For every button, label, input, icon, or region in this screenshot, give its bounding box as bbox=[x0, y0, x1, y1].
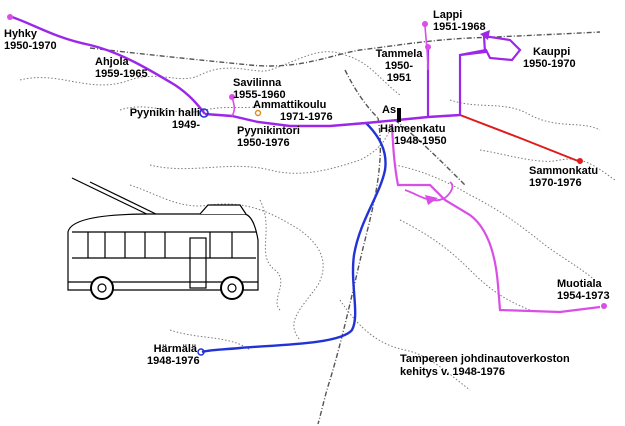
ammattikoulu-name: Ammattikoulu bbox=[253, 99, 327, 111]
as-name: As bbox=[382, 104, 397, 116]
route-kauppi bbox=[458, 34, 522, 115]
shoreline-south-lake bbox=[149, 129, 391, 174]
ammattikoulu-years: 1971-1976 bbox=[280, 111, 333, 123]
route-hyhky bbox=[11, 15, 206, 115]
label-harmala: Härmälä 1948-1976 bbox=[147, 343, 200, 367]
label-ammattikoulu: Ammattikoulu 1971-1976 bbox=[253, 99, 333, 123]
lappi-name: Lappi bbox=[433, 9, 463, 21]
tammela-years-2: 1951 bbox=[386, 72, 412, 84]
shoreline-west bbox=[259, 199, 282, 311]
pyynikin-halli-years: 1949- bbox=[171, 119, 200, 131]
shorelines bbox=[19, 51, 616, 391]
label-hameenkatu: Hämeenkatu 1948-1950 bbox=[380, 123, 447, 147]
tammela-name: Tammela bbox=[375, 48, 423, 60]
shoreline-east-2 bbox=[449, 99, 601, 131]
label-tammela: Tammela 1950- 1951 bbox=[370, 48, 428, 84]
label-savilinna: Savilinna 1955-1960 bbox=[233, 77, 286, 101]
lappi-years: 1951-1968 bbox=[433, 21, 486, 33]
route-lappi bbox=[424, 25, 429, 71]
label-hyhky: Hyhky 1950-1970 bbox=[4, 28, 57, 52]
caption-line-2: kehitys v. 1948-1976 bbox=[400, 366, 505, 378]
tammela-years-1: 1950- bbox=[384, 60, 414, 72]
shoreline-south-lake-2 bbox=[129, 184, 324, 341]
label-kauppi: Kauppi 1950-1970 bbox=[523, 46, 576, 70]
route-muotiala-loop bbox=[404, 181, 454, 202]
sammonkatu-terminal bbox=[577, 158, 583, 164]
route-sammonkatu bbox=[459, 114, 579, 162]
label-lappi: Lappi 1951-1968 bbox=[433, 9, 486, 33]
bus-roof-equipment bbox=[199, 204, 247, 215]
trolley-pole-1 bbox=[71, 177, 156, 219]
trolley-pole-2 bbox=[89, 181, 161, 217]
route-muotiala bbox=[390, 123, 601, 314]
label-as: As bbox=[382, 104, 396, 116]
sammonkatu-name: Sammonkatu bbox=[529, 165, 599, 177]
kauppi-name: Kauppi bbox=[533, 46, 571, 58]
railway-northwest bbox=[89, 31, 601, 67]
railways bbox=[89, 31, 601, 425]
railway-south bbox=[317, 117, 382, 425]
shoreline-east bbox=[479, 149, 616, 181]
hameenkatu-years: 1948-1950 bbox=[394, 135, 447, 147]
harmala-terminal bbox=[197, 348, 205, 356]
kauppi-years: 1950-1970 bbox=[523, 58, 576, 70]
label-pyynikintori: Pyynikintori 1950-1976 bbox=[237, 125, 300, 149]
route-harmala bbox=[201, 122, 387, 354]
bus-front-wheel bbox=[220, 276, 244, 300]
as-station-marker bbox=[397, 108, 401, 122]
harmala-years: 1948-1976 bbox=[147, 355, 200, 367]
label-muotiala: Muotiala 1954-1973 bbox=[557, 278, 610, 302]
savilinna-years: 1955-1960 bbox=[233, 89, 286, 101]
ahjola-name: Ahjola bbox=[95, 56, 129, 68]
kauppi-direction-arrow bbox=[480, 30, 490, 40]
sammonkatu-years: 1970-1976 bbox=[529, 177, 582, 189]
ahjola-years: 1959-1965 bbox=[95, 68, 148, 80]
savilinna-name: Savilinna bbox=[233, 77, 282, 89]
hyhky-years: 1950-1970 bbox=[4, 40, 57, 52]
trolleybus-illustration bbox=[67, 177, 259, 300]
label-pyynikin-halli: Pyynikin halli 1949- bbox=[120, 107, 200, 131]
label-ahjola: Ahjola 1959-1965 bbox=[95, 56, 148, 80]
shoreline-east-bay bbox=[394, 164, 601, 286]
pyynikintori-years: 1950-1976 bbox=[237, 137, 290, 149]
railway-central bbox=[344, 69, 379, 119]
shoreline-south bbox=[339, 299, 471, 391]
bus-door bbox=[189, 237, 207, 289]
route-savilinna bbox=[231, 96, 236, 117]
ammattikoulu-terminal bbox=[254, 109, 262, 117]
lappi-terminal bbox=[422, 21, 428, 27]
muotiala-years: 1954-1973 bbox=[557, 290, 610, 302]
muotiala-direction-arrow bbox=[425, 195, 438, 205]
hameenkatu-name: Hämeenkatu bbox=[380, 123, 446, 135]
harmala-name: Härmälä bbox=[153, 343, 197, 355]
shoreline-north bbox=[19, 51, 401, 96]
pyynikintori-name: Pyynikintori bbox=[237, 125, 300, 137]
label-sammonkatu: Sammonkatu 1970-1976 bbox=[529, 165, 598, 189]
caption-line-1: Tampereen johdinautoverkoston bbox=[400, 353, 570, 365]
pyynikin-halli-name: Pyynikin halli bbox=[129, 107, 200, 119]
hyhky-name: Hyhky bbox=[4, 28, 38, 40]
muotiala-name: Muotiala bbox=[557, 278, 602, 290]
muotiala-terminal bbox=[601, 303, 607, 309]
hyhky-terminal bbox=[7, 14, 13, 20]
map-caption: Tampereen johdinautoverkoston kehitys v.… bbox=[400, 353, 570, 379]
pyynikin-halli-terminal bbox=[199, 108, 209, 118]
bus-rear-wheel bbox=[90, 276, 114, 300]
route-pyynikki-center bbox=[204, 112, 461, 128]
shoreline-north-2 bbox=[119, 101, 276, 113]
shoreline-east-bay-2 bbox=[399, 219, 531, 311]
